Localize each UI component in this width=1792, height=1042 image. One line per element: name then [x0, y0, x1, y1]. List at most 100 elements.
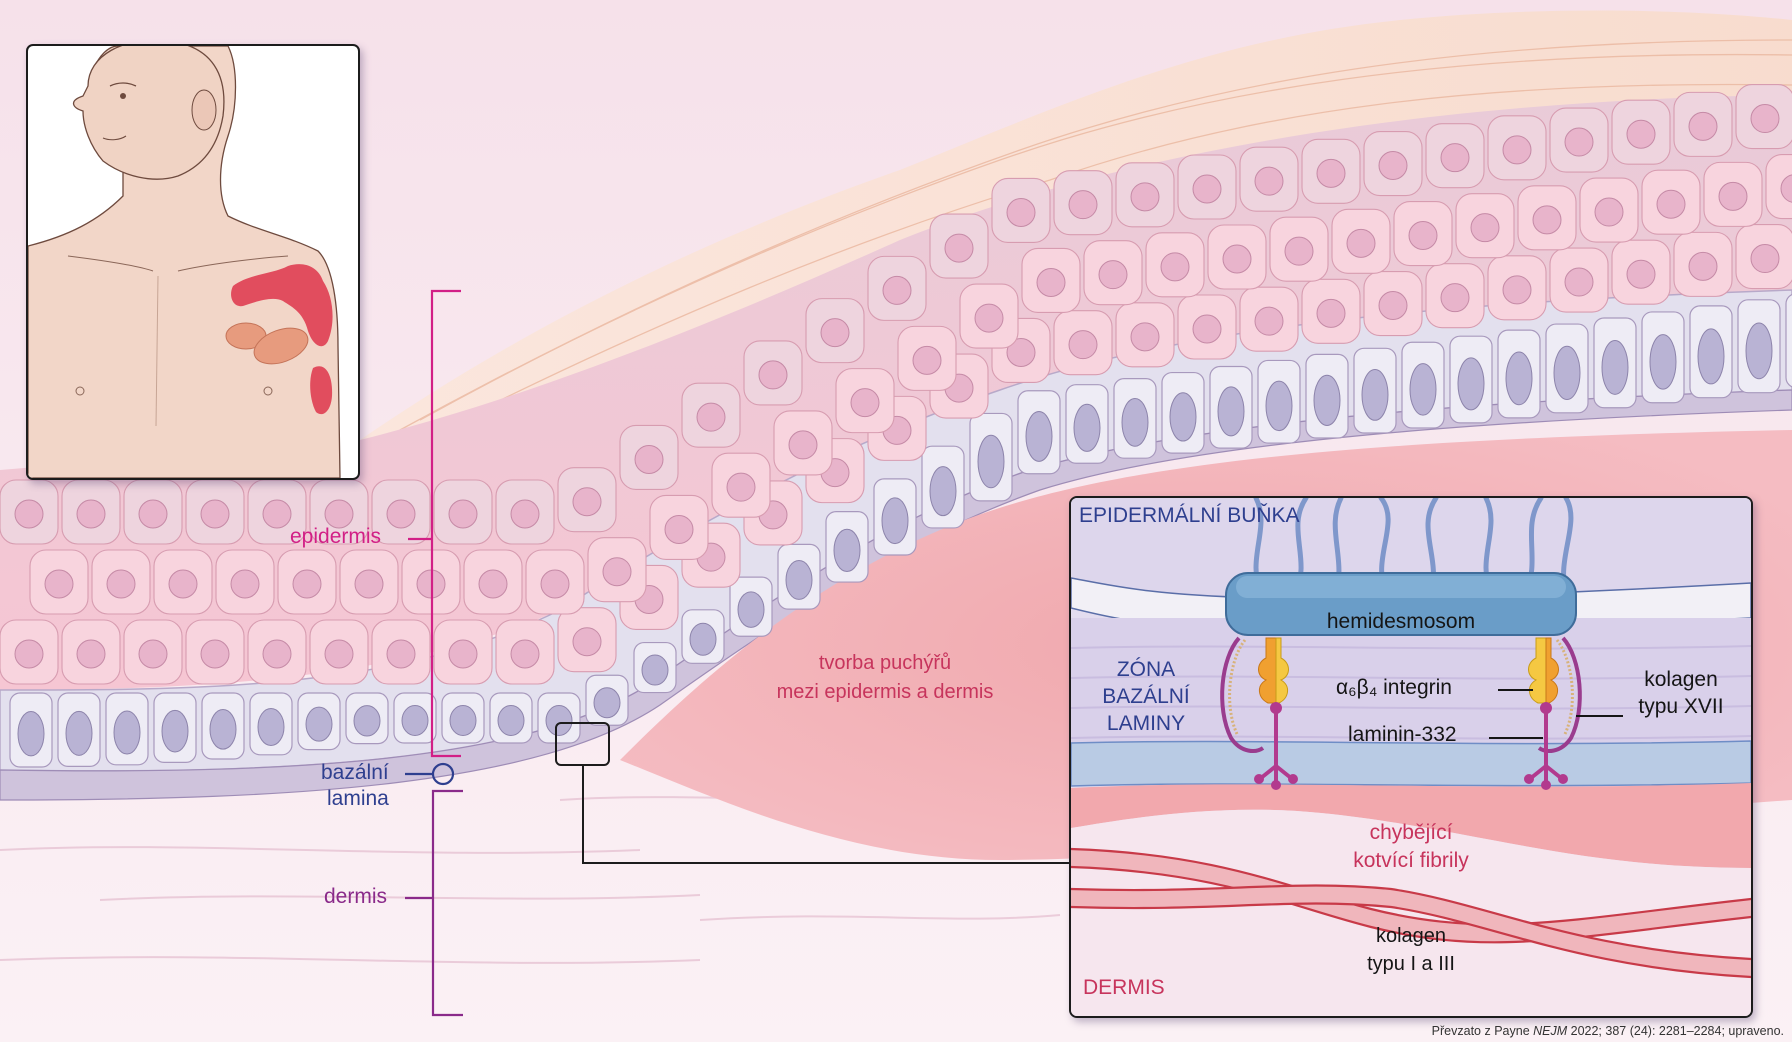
spinous-cell — [495, 619, 555, 685]
patient-with-blisters-icon — [28, 46, 341, 478]
spinous-cell — [1425, 263, 1485, 329]
basement-membrane-zone-inset: EPIDERMÁLNÍ BUŇKA hemidesmosom ZÓNA BAZÁ… — [1069, 496, 1753, 1018]
spinous-cell — [0, 479, 59, 545]
hemidesmosome-label: hemidesmosom — [1326, 610, 1476, 633]
spinous-cell — [867, 255, 927, 321]
basal-cell — [1209, 365, 1253, 449]
spinous-cell — [1487, 115, 1547, 181]
basal-cell — [393, 692, 437, 744]
spinous-cell — [61, 479, 121, 545]
spinous-cell — [1579, 177, 1639, 243]
basal-cell — [1161, 371, 1205, 454]
collagen13-label-line2: typu I a III — [1367, 953, 1455, 975]
spinous-cell — [153, 549, 213, 615]
spinous-cell — [773, 410, 833, 476]
spinous-cell — [1053, 310, 1113, 376]
laminin-332-icon — [1259, 708, 1293, 782]
laminin-label: laminin-332 — [1348, 723, 1457, 746]
spinous-cell — [91, 549, 151, 615]
collagen17-label-line2: typu XVII — [1638, 695, 1724, 718]
spinous-cell — [587, 537, 647, 603]
spinous-cell — [277, 549, 337, 615]
basal-cell — [1017, 390, 1061, 475]
credit-suffix: 2022; 387 (24): 2281–2284; upraveno. — [1567, 1024, 1784, 1038]
basal-cell — [249, 692, 293, 756]
basal-cell — [1785, 293, 1792, 388]
basal-cell — [1545, 323, 1589, 414]
basal-cell — [9, 692, 53, 768]
basal-cell — [1593, 317, 1637, 409]
spinous-cell — [1425, 123, 1485, 189]
spinous-cell — [557, 467, 617, 533]
anchoring-fibril-zone — [1071, 783, 1751, 868]
spinous-cell — [897, 325, 957, 391]
spinous-cell — [525, 549, 585, 615]
spinous-cell — [959, 283, 1019, 349]
basal-cell — [201, 692, 245, 760]
spinous-cell — [1301, 138, 1361, 204]
spinous-cell — [711, 452, 771, 518]
spinous-cell — [1765, 154, 1792, 220]
spinous-cell — [371, 479, 431, 545]
spinous-cell — [1363, 270, 1423, 337]
spinous-cell — [463, 549, 523, 615]
spinous-cell — [1083, 240, 1143, 306]
spinous-cell — [1207, 224, 1267, 290]
basal-cell — [105, 692, 149, 766]
spinous-cell — [29, 549, 89, 615]
spinous-cell — [247, 479, 307, 545]
basal-cell — [297, 692, 341, 751]
spinous-cell — [339, 549, 399, 615]
patient-illustration-panel — [26, 44, 360, 480]
basal-cell — [1449, 335, 1493, 424]
zone-label-line1: ZÓNA — [1116, 658, 1176, 681]
spinous-cell — [123, 479, 183, 545]
collagen-fibers — [1071, 847, 1751, 979]
spinous-cell — [1487, 255, 1547, 321]
spinous-cell — [1115, 162, 1175, 228]
basal-cell — [1065, 384, 1109, 464]
spinous-cell — [619, 424, 679, 491]
erythema-patch-arm — [310, 366, 333, 415]
dermis-bracket — [431, 789, 463, 1017]
spinous-cell — [61, 619, 121, 685]
anchoring-complex-left — [1220, 636, 1298, 790]
laminin-332-icon — [1529, 708, 1563, 782]
spinous-cell — [247, 619, 307, 685]
spinous-cell — [1301, 278, 1361, 344]
basal-cell — [1689, 305, 1733, 399]
spinous-cell — [835, 368, 895, 434]
spinous-cell — [805, 298, 865, 364]
ear — [191, 89, 217, 131]
spinous-cell — [1673, 231, 1733, 297]
basal-lamina-label-line2: lamina — [327, 787, 389, 810]
erythema-patch — [231, 264, 333, 347]
inset-illustration — [1071, 498, 1751, 1016]
missing-fibrils-label-line2: kotvící fibrily — [1353, 849, 1469, 872]
spinous-cell — [371, 619, 431, 685]
spinous-cell — [309, 619, 369, 685]
zone-label-line3: LAMINY — [1106, 712, 1186, 735]
spinous-cell — [1735, 224, 1792, 290]
spinous-cell — [1641, 169, 1701, 235]
dermis-label: dermis — [324, 885, 388, 908]
spinous-cell — [1735, 84, 1792, 150]
integrin-label: α₆β₄ integrin — [1336, 676, 1452, 699]
lamina-densa — [1071, 740, 1751, 787]
basal-cell — [1497, 329, 1541, 419]
collagen13-label-line1: kolagen — [1375, 925, 1447, 947]
collagen-xvii-icon — [1537, 636, 1582, 753]
spinous-cell — [1549, 247, 1609, 313]
spinous-cell — [743, 340, 803, 406]
basal-cell — [1401, 341, 1445, 429]
basal-cell — [1305, 353, 1349, 439]
source-credit: Převzato z Payne NEJM 2022; 387 (24): 22… — [1432, 1024, 1784, 1038]
collagen-xvii-icon — [1220, 636, 1265, 753]
missing-fibrils-label-line1: chybějící — [1369, 821, 1453, 844]
spinous-cell — [1239, 146, 1299, 212]
basal-cell — [969, 412, 1013, 502]
credit-journal: NEJM — [1533, 1024, 1568, 1038]
basal-cell — [1113, 378, 1157, 459]
spinous-cell — [1331, 208, 1391, 274]
spinous-cell — [123, 619, 183, 685]
